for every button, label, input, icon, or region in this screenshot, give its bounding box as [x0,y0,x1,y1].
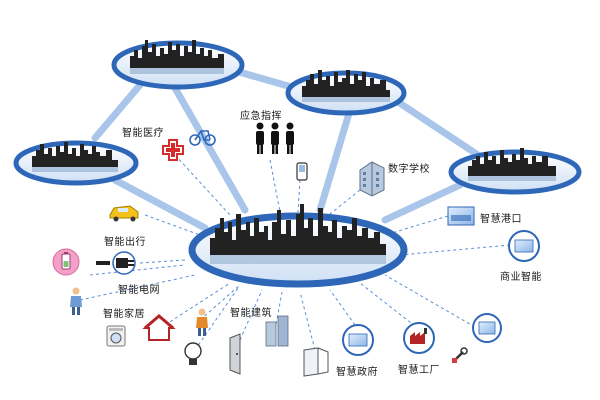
spoke-bulb [194,287,239,351]
spokes [79,154,511,351]
spoke-phone [297,179,301,213]
spoke-factory [359,282,421,331]
link-left-center [111,176,209,232]
link-top-left-left [91,81,144,142]
link-top-left-center [171,84,249,214]
window-icon [303,347,329,377]
spoke-port [394,215,449,233]
spoke-window [299,291,316,351]
link-top-mid-center [316,106,354,214]
hub-top-mid [285,70,407,116]
washer-icon [106,325,126,347]
spoke-grid-2 [89,264,186,276]
factory-screen-icon [472,313,502,343]
label-emergency-command: 应急指挥 [240,111,282,122]
worker-icon [70,287,82,315]
hub-top-left [111,40,245,90]
label-commercial-smart: 商业智能 [500,272,542,283]
taxi-icon [109,205,139,222]
factory-icon [403,322,435,354]
school-building-icon [359,161,385,197]
port-screen-icon [447,206,475,226]
spoke-grid [139,259,186,264]
spoke-factory-screen [384,274,481,331]
bicycle-icon [189,130,216,146]
house-icon [142,314,176,341]
power-plug-icon [96,251,136,275]
light-bulb-icon [184,342,202,365]
building-icon [265,315,289,347]
business-screen-icon [508,230,540,262]
people-icon [256,122,294,154]
hub-center [188,204,408,288]
spoke-government [329,289,356,326]
hub-links [91,64,482,232]
label-smart-travel: 智能出行 [104,237,146,248]
link-top-mid-right [391,96,482,159]
link-right-center [381,181,464,224]
spoke-home-2 [199,284,241,321]
label-smart-building: 智能建筑 [230,308,272,319]
label-smart-factory: 智慧工厂 [398,365,440,376]
worker-icon-2 [196,308,208,336]
label-smart-port: 智慧港口 [480,214,522,225]
hub-right [448,148,582,195]
label-smart-government: 智慧政府 [336,367,378,378]
spoke-emergency [269,159,281,213]
spoke-travel [144,214,201,236]
phone-icon [296,162,308,181]
spoke-worker [79,274,196,301]
battery-icon [52,248,80,276]
label-smart-home: 智能家居 [103,309,145,320]
hub-left [13,140,139,186]
label-smart-grid: 智能电网 [118,285,160,296]
label-smart-medical: 智能医疗 [122,128,164,139]
hospital-cross-icon [162,139,184,161]
spoke-medical [174,154,231,216]
government-screen-icon [342,324,374,356]
spoke-home [164,282,231,326]
door-icon [229,333,241,375]
spoke-school [329,189,361,215]
spoke-commercial [399,244,511,256]
label-digital-school: 数字学校 [388,164,430,175]
wrench-icon [452,347,468,363]
